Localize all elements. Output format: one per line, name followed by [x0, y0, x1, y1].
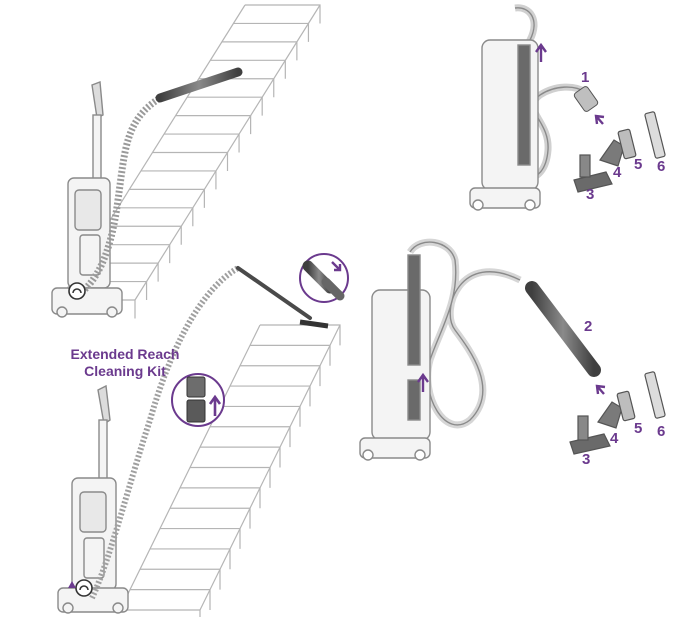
coupling-inset-bottom	[171, 373, 225, 427]
stair-step	[233, 22, 310, 42]
stair-step	[175, 115, 252, 135]
coupling-inset-top	[299, 253, 349, 303]
stair-step	[245, 4, 321, 24]
callout-5-bottom: 5	[634, 420, 643, 437]
callout-1: 1	[581, 69, 590, 86]
arrow-up-icon	[417, 372, 429, 392]
stair-step	[230, 385, 311, 407]
stair-step	[221, 41, 298, 61]
stair-step	[130, 589, 211, 610]
stair-step	[140, 568, 221, 590]
tools-bottom	[569, 371, 666, 455]
callout-3-bottom: 3	[582, 451, 591, 468]
stair-step	[129, 188, 205, 208]
arrow-up-icon	[535, 42, 547, 62]
stair-step	[240, 365, 321, 387]
arrow-up-left-icon	[595, 384, 606, 395]
vacuum-upright-bottom	[57, 384, 129, 614]
callout-6-bottom: 6	[657, 423, 666, 440]
stair-step	[210, 59, 286, 79]
stair-step	[187, 96, 263, 116]
vacuum-hose-bottom-right	[359, 238, 522, 461]
stair-step	[150, 548, 231, 570]
kit-label-line1: Extended Reach	[70, 346, 180, 362]
arrow-down-right-icon	[331, 261, 342, 272]
extension-wand-bottom	[236, 266, 312, 320]
arrow-up-icon	[208, 394, 222, 416]
callout-4-top: 4	[613, 164, 622, 181]
arrow-up-left-icon	[594, 114, 605, 125]
vacuum-hose-top-right	[469, 4, 588, 211]
stair-step	[170, 507, 251, 529]
stair-step	[120, 609, 201, 622]
stair-step	[210, 426, 291, 448]
floor-tool-bottom	[299, 319, 329, 329]
tools-top	[573, 111, 666, 193]
vacuum-upright-top	[51, 81, 123, 318]
ribbed-hose-top	[79, 95, 162, 295]
staircase-top	[59, 4, 321, 319]
extension-wand-2	[525, 281, 601, 377]
stair-step	[164, 133, 240, 153]
callout-4-bottom: 4	[610, 430, 619, 447]
hose-cuff-1	[573, 86, 599, 112]
extension-wand-top	[155, 67, 243, 103]
stair-step	[200, 446, 281, 468]
callout-3-top: 3	[586, 186, 595, 203]
callout-2: 2	[584, 318, 593, 335]
stair-step	[140, 170, 217, 190]
stair-step	[106, 225, 182, 245]
stair-step	[180, 487, 261, 509]
stair-step	[250, 344, 331, 366]
stair-step	[117, 207, 194, 227]
ribbed-hose-bottom	[89, 265, 240, 600]
stair-step	[152, 151, 229, 171]
hose-release-icon	[68, 282, 86, 300]
staircase-bottom	[119, 324, 341, 622]
stair-step	[260, 324, 341, 346]
stair-step	[160, 527, 241, 549]
arrow-up-icon	[68, 581, 76, 588]
stair-step	[94, 244, 171, 264]
callout-6-top: 6	[657, 158, 666, 175]
stair-step	[220, 405, 301, 427]
stair-step	[190, 466, 271, 488]
kit-label-line2: Cleaning Kit	[84, 363, 166, 379]
callout-5-top: 5	[634, 156, 643, 173]
